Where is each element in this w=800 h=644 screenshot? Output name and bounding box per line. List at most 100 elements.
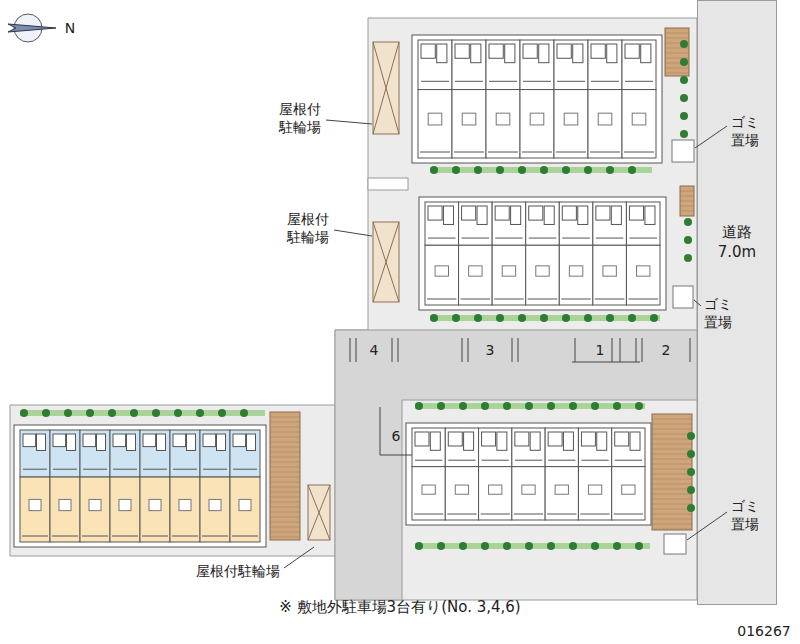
toilet (247, 434, 256, 451)
unit-wet-area (545, 428, 578, 467)
brick-stair (665, 28, 689, 76)
tree (430, 314, 438, 322)
tree (591, 402, 599, 410)
unit-wet-area (412, 428, 445, 467)
tree (415, 542, 423, 550)
closet (496, 113, 510, 125)
garbage-area (673, 286, 693, 308)
brick-line (270, 527, 300, 528)
toilet (511, 206, 521, 224)
kitchen (523, 81, 551, 82)
toilet (187, 434, 196, 451)
parking-line (512, 338, 513, 362)
unit-wet-area (110, 430, 140, 477)
toilet (645, 206, 655, 224)
unit-wet-area (20, 430, 50, 477)
brick-line (665, 73, 689, 74)
window (580, 514, 609, 515)
toilet (544, 206, 554, 224)
driveway (335, 330, 697, 600)
bath (529, 206, 543, 220)
road-label: 道路 7.0m (712, 223, 762, 262)
tree (174, 409, 182, 417)
property-code: 016267 (737, 622, 790, 640)
unit-wet-area (479, 428, 512, 467)
tree (481, 402, 489, 410)
brick-line (652, 499, 692, 500)
unit-room (578, 467, 611, 520)
brick-line (652, 524, 692, 525)
window (590, 152, 620, 153)
unit-wet-area (512, 428, 545, 467)
kitchen (482, 460, 509, 461)
brick-line (652, 419, 692, 420)
bath (548, 432, 562, 446)
closet (502, 266, 515, 276)
toilet (497, 432, 507, 450)
brick-line (652, 424, 692, 425)
bath (515, 432, 529, 446)
tree (606, 314, 614, 322)
hedge-strip (430, 315, 660, 321)
closet (422, 485, 435, 494)
tree (437, 542, 445, 550)
parking-line (575, 338, 576, 362)
bath (489, 44, 503, 58)
tree (496, 314, 504, 322)
tree (452, 166, 460, 174)
tree (503, 402, 511, 410)
kitchen (615, 460, 642, 461)
toilet (157, 434, 166, 451)
brick-line (652, 529, 692, 530)
bike-parking-x (373, 42, 399, 134)
unit-room (459, 245, 493, 305)
window (528, 299, 558, 300)
kitchen (428, 238, 456, 239)
unit-wet-area (622, 40, 656, 90)
brick-line (665, 53, 689, 54)
toilet (97, 434, 106, 451)
window (172, 536, 198, 537)
kitchen (53, 469, 77, 470)
kitchen (515, 460, 542, 461)
unit-room (593, 245, 627, 305)
leader-line (326, 120, 372, 124)
tree (130, 409, 138, 417)
closet (536, 266, 549, 276)
bath (233, 434, 246, 447)
leader-line (687, 512, 727, 540)
tree (613, 402, 621, 410)
kitchen (596, 238, 624, 239)
tree (218, 409, 226, 417)
unit-wet-area (492, 202, 526, 245)
closet (119, 499, 131, 510)
bath (203, 434, 216, 447)
brick-line (652, 479, 692, 480)
brick-line (652, 439, 692, 440)
window (427, 299, 457, 300)
bath (448, 432, 462, 446)
bath (173, 434, 186, 447)
tree (684, 254, 692, 262)
unit-wet-area (486, 40, 520, 90)
unit-wet-area (588, 40, 622, 90)
toilet (539, 44, 549, 63)
building-outline (406, 423, 651, 525)
tree (430, 166, 438, 174)
unit-wet-area (452, 40, 486, 90)
tree (584, 166, 592, 174)
brick-line (270, 442, 300, 443)
tree (518, 166, 526, 174)
unit-room (140, 477, 170, 542)
window (494, 299, 524, 300)
bath (462, 206, 476, 220)
hedge-strip (415, 543, 650, 549)
leader-line (694, 300, 701, 306)
closet (435, 266, 448, 276)
brick-line (270, 437, 300, 438)
closet (522, 485, 535, 494)
window (461, 299, 491, 300)
garbage-label: ゴミ 置場 (729, 113, 761, 149)
toilet (67, 434, 76, 451)
